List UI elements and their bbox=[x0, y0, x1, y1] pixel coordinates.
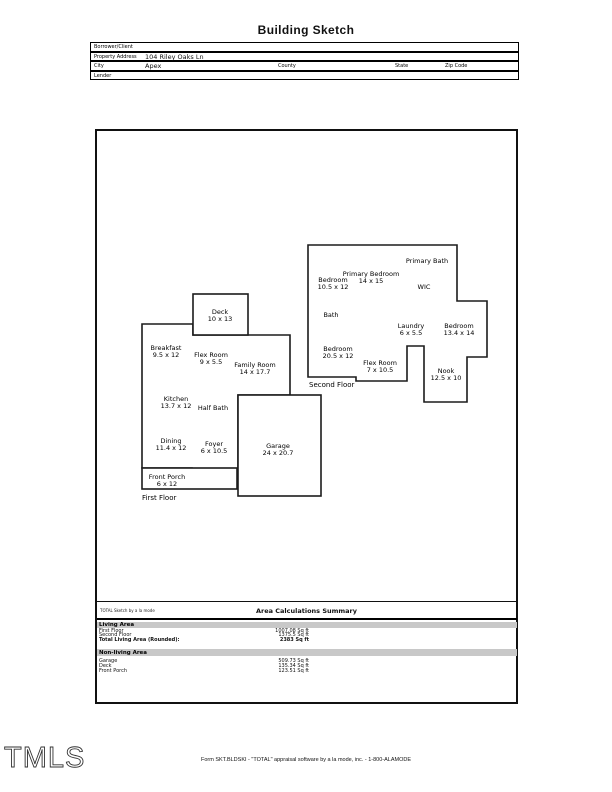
form-row-property-address: Property Address 104 Riley Oaks Ln bbox=[90, 51, 519, 61]
form-row-lender: Lender bbox=[90, 70, 519, 80]
room-label: Primary Bath bbox=[406, 257, 448, 265]
room-dims: 24 x 20.7 bbox=[263, 449, 294, 457]
room-label: Dining bbox=[161, 437, 182, 445]
room-dims: 14 x 17.7 bbox=[240, 368, 271, 376]
room-dims: 6 x 10.5 bbox=[201, 447, 228, 455]
room-label: Bath bbox=[323, 311, 338, 319]
row-value: 509.73 Sq ft bbox=[278, 658, 309, 664]
borrower-label: Borrower/Client bbox=[94, 44, 133, 50]
garage-outline bbox=[237, 394, 322, 497]
living-area-section-bar: Living Area bbox=[96, 621, 517, 628]
room-dims: 11.4 x 12 bbox=[156, 444, 187, 452]
room-dims: 13.7 x 12 bbox=[161, 402, 192, 410]
room-dims: 10.5 x 12 bbox=[318, 283, 349, 291]
zip-code-label: Zip Code bbox=[445, 63, 468, 69]
room-dims: 7 x 10.5 bbox=[367, 366, 394, 374]
room-dims: 12.5 x 10 bbox=[431, 374, 462, 382]
room-label: Flex Room bbox=[363, 359, 397, 367]
second-floor-outline bbox=[307, 244, 488, 403]
row-label: First Floor bbox=[99, 627, 124, 634]
state-label: State bbox=[395, 63, 409, 69]
room-label: Flex Room bbox=[194, 351, 228, 359]
page-title: Building Sketch bbox=[257, 23, 355, 37]
room-label: Nook bbox=[438, 367, 455, 375]
summary-row-second-floor: Second Floor 1375.5 Sq ft bbox=[99, 632, 399, 638]
sketch-border-box bbox=[95, 129, 518, 704]
room-dims: 14 x 15 bbox=[359, 277, 384, 285]
county-label: County bbox=[278, 63, 296, 69]
room-label: Laundry bbox=[398, 322, 425, 330]
row-label: Garage bbox=[99, 658, 118, 664]
summary-row-deck: Deck 135.34 Sq ft bbox=[99, 663, 399, 669]
room-label: Foyer bbox=[205, 440, 223, 448]
nonliving-area-header: Non-living Area bbox=[99, 649, 147, 656]
room-dims: 13.4 x 14 bbox=[444, 329, 475, 337]
summary-thick-bar bbox=[96, 617, 517, 621]
room-label: Primary Bedroom bbox=[343, 270, 400, 278]
room-dims: 20.5 x 12 bbox=[323, 352, 354, 360]
total-sketch-watermark: TOTAL Sketch by a la mode bbox=[100, 608, 155, 613]
room-dims: 6 x 12 bbox=[157, 480, 177, 488]
row-label: Deck bbox=[99, 663, 112, 670]
room-label: Bedroom bbox=[323, 345, 352, 353]
first-floor-label: First Floor bbox=[142, 494, 176, 502]
room-dims: 9.5 x 12 bbox=[153, 351, 180, 359]
deck-outline bbox=[192, 293, 249, 336]
room-label: Half Bath bbox=[198, 404, 228, 412]
room-label: Breakfast bbox=[151, 344, 182, 352]
room-label: Garage bbox=[266, 442, 290, 450]
form-row-borrower: Borrower/Client bbox=[90, 42, 519, 52]
room-label: Kitchen bbox=[164, 395, 188, 403]
row-label: Total Living Area (Rounded): bbox=[99, 637, 180, 643]
summary-row-garage: Garage 509.73 Sq ft bbox=[99, 658, 399, 664]
area-calculations-title: Area Calculations Summary bbox=[255, 606, 358, 615]
summary-divider-line bbox=[96, 601, 517, 602]
summary-row-front-porch: Front Porch 123.51 Sq ft bbox=[99, 668, 399, 674]
room-label: Deck bbox=[212, 308, 229, 316]
row-value: 2383 Sq ft bbox=[279, 637, 309, 643]
city-label: City bbox=[94, 63, 104, 69]
room-dims: 6 x 5.5 bbox=[400, 329, 422, 337]
room-label: WIC bbox=[418, 283, 431, 291]
second-floor-label: Second Floor bbox=[309, 381, 355, 389]
row-label: Front Porch bbox=[99, 668, 127, 675]
form-footer-line: Form SKT.BLDSKI - "TOTAL" appraisal soft… bbox=[200, 757, 412, 763]
front-porch-outline bbox=[141, 467, 238, 490]
living-area-header: Living Area bbox=[99, 622, 135, 628]
city-value: Apex bbox=[145, 62, 162, 70]
room-label: Family Room bbox=[234, 361, 276, 369]
row-value: 1007.08 Sq ft bbox=[275, 627, 309, 634]
nonliving-area-section-bar: Non-living Area bbox=[96, 649, 517, 656]
row-value: 123.51 Sq ft bbox=[278, 668, 309, 675]
room-label: Bedroom bbox=[444, 322, 473, 330]
room-label: Front Porch bbox=[149, 473, 185, 481]
lender-label: Lender bbox=[94, 72, 112, 79]
summary-row-first-floor: First Floor 1007.08 Sq ft bbox=[99, 628, 399, 634]
row-value: 1375.5 Sq ft bbox=[278, 632, 309, 639]
row-label: Second Floor bbox=[99, 632, 132, 639]
room-label: Bedroom bbox=[318, 276, 347, 284]
room-dims: 10 x 13 bbox=[208, 315, 233, 323]
summary-row-total-living-area: Total Living Area (Rounded): 2383 Sq ft bbox=[99, 637, 399, 643]
form-row-city-state: City Apex County State Zip Code bbox=[90, 61, 519, 71]
property-address-label: Property Address bbox=[94, 53, 137, 60]
tmls-logo: TMLS bbox=[4, 742, 85, 774]
row-value: 135.34 Sq ft bbox=[278, 663, 309, 670]
property-address-value: 104 Riley Oaks Ln bbox=[145, 52, 204, 61]
room-dims: 9 x 5.5 bbox=[200, 358, 222, 366]
